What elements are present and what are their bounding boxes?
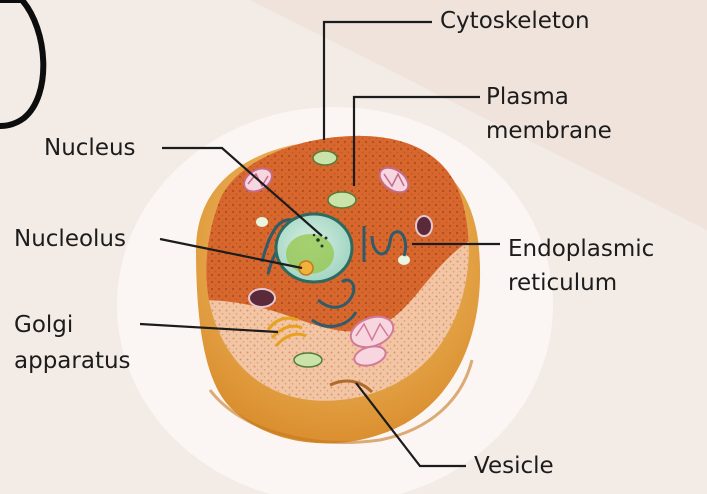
label-golgi-line1: Golgi [14, 310, 73, 341]
label-nucleolus: Nucleolus [14, 224, 126, 255]
vesicle-small [313, 151, 337, 165]
label-golgi-line2: apparatus [14, 346, 131, 377]
label-plasma-membrane-line1: Plasma [486, 82, 569, 113]
label-nucleus: Nucleus [44, 133, 136, 164]
label-vesicle: Vesicle [474, 451, 554, 482]
label-cytoskeleton: Cytoskeleton [440, 6, 590, 37]
partial-circle-outline [0, 0, 43, 126]
lysosome [416, 216, 432, 236]
vesicle-small [328, 192, 356, 208]
lysosome [249, 289, 275, 307]
label-plasma-membrane-line2: membrane [486, 116, 612, 147]
vesicle-small [256, 217, 268, 227]
label-endoplasmic-reticulum-line2: reticulum [508, 268, 617, 299]
vesicle-small [398, 255, 410, 265]
label-endoplasmic-reticulum-line1: Endoplasmic [508, 234, 654, 265]
vesicle-small [294, 353, 322, 367]
